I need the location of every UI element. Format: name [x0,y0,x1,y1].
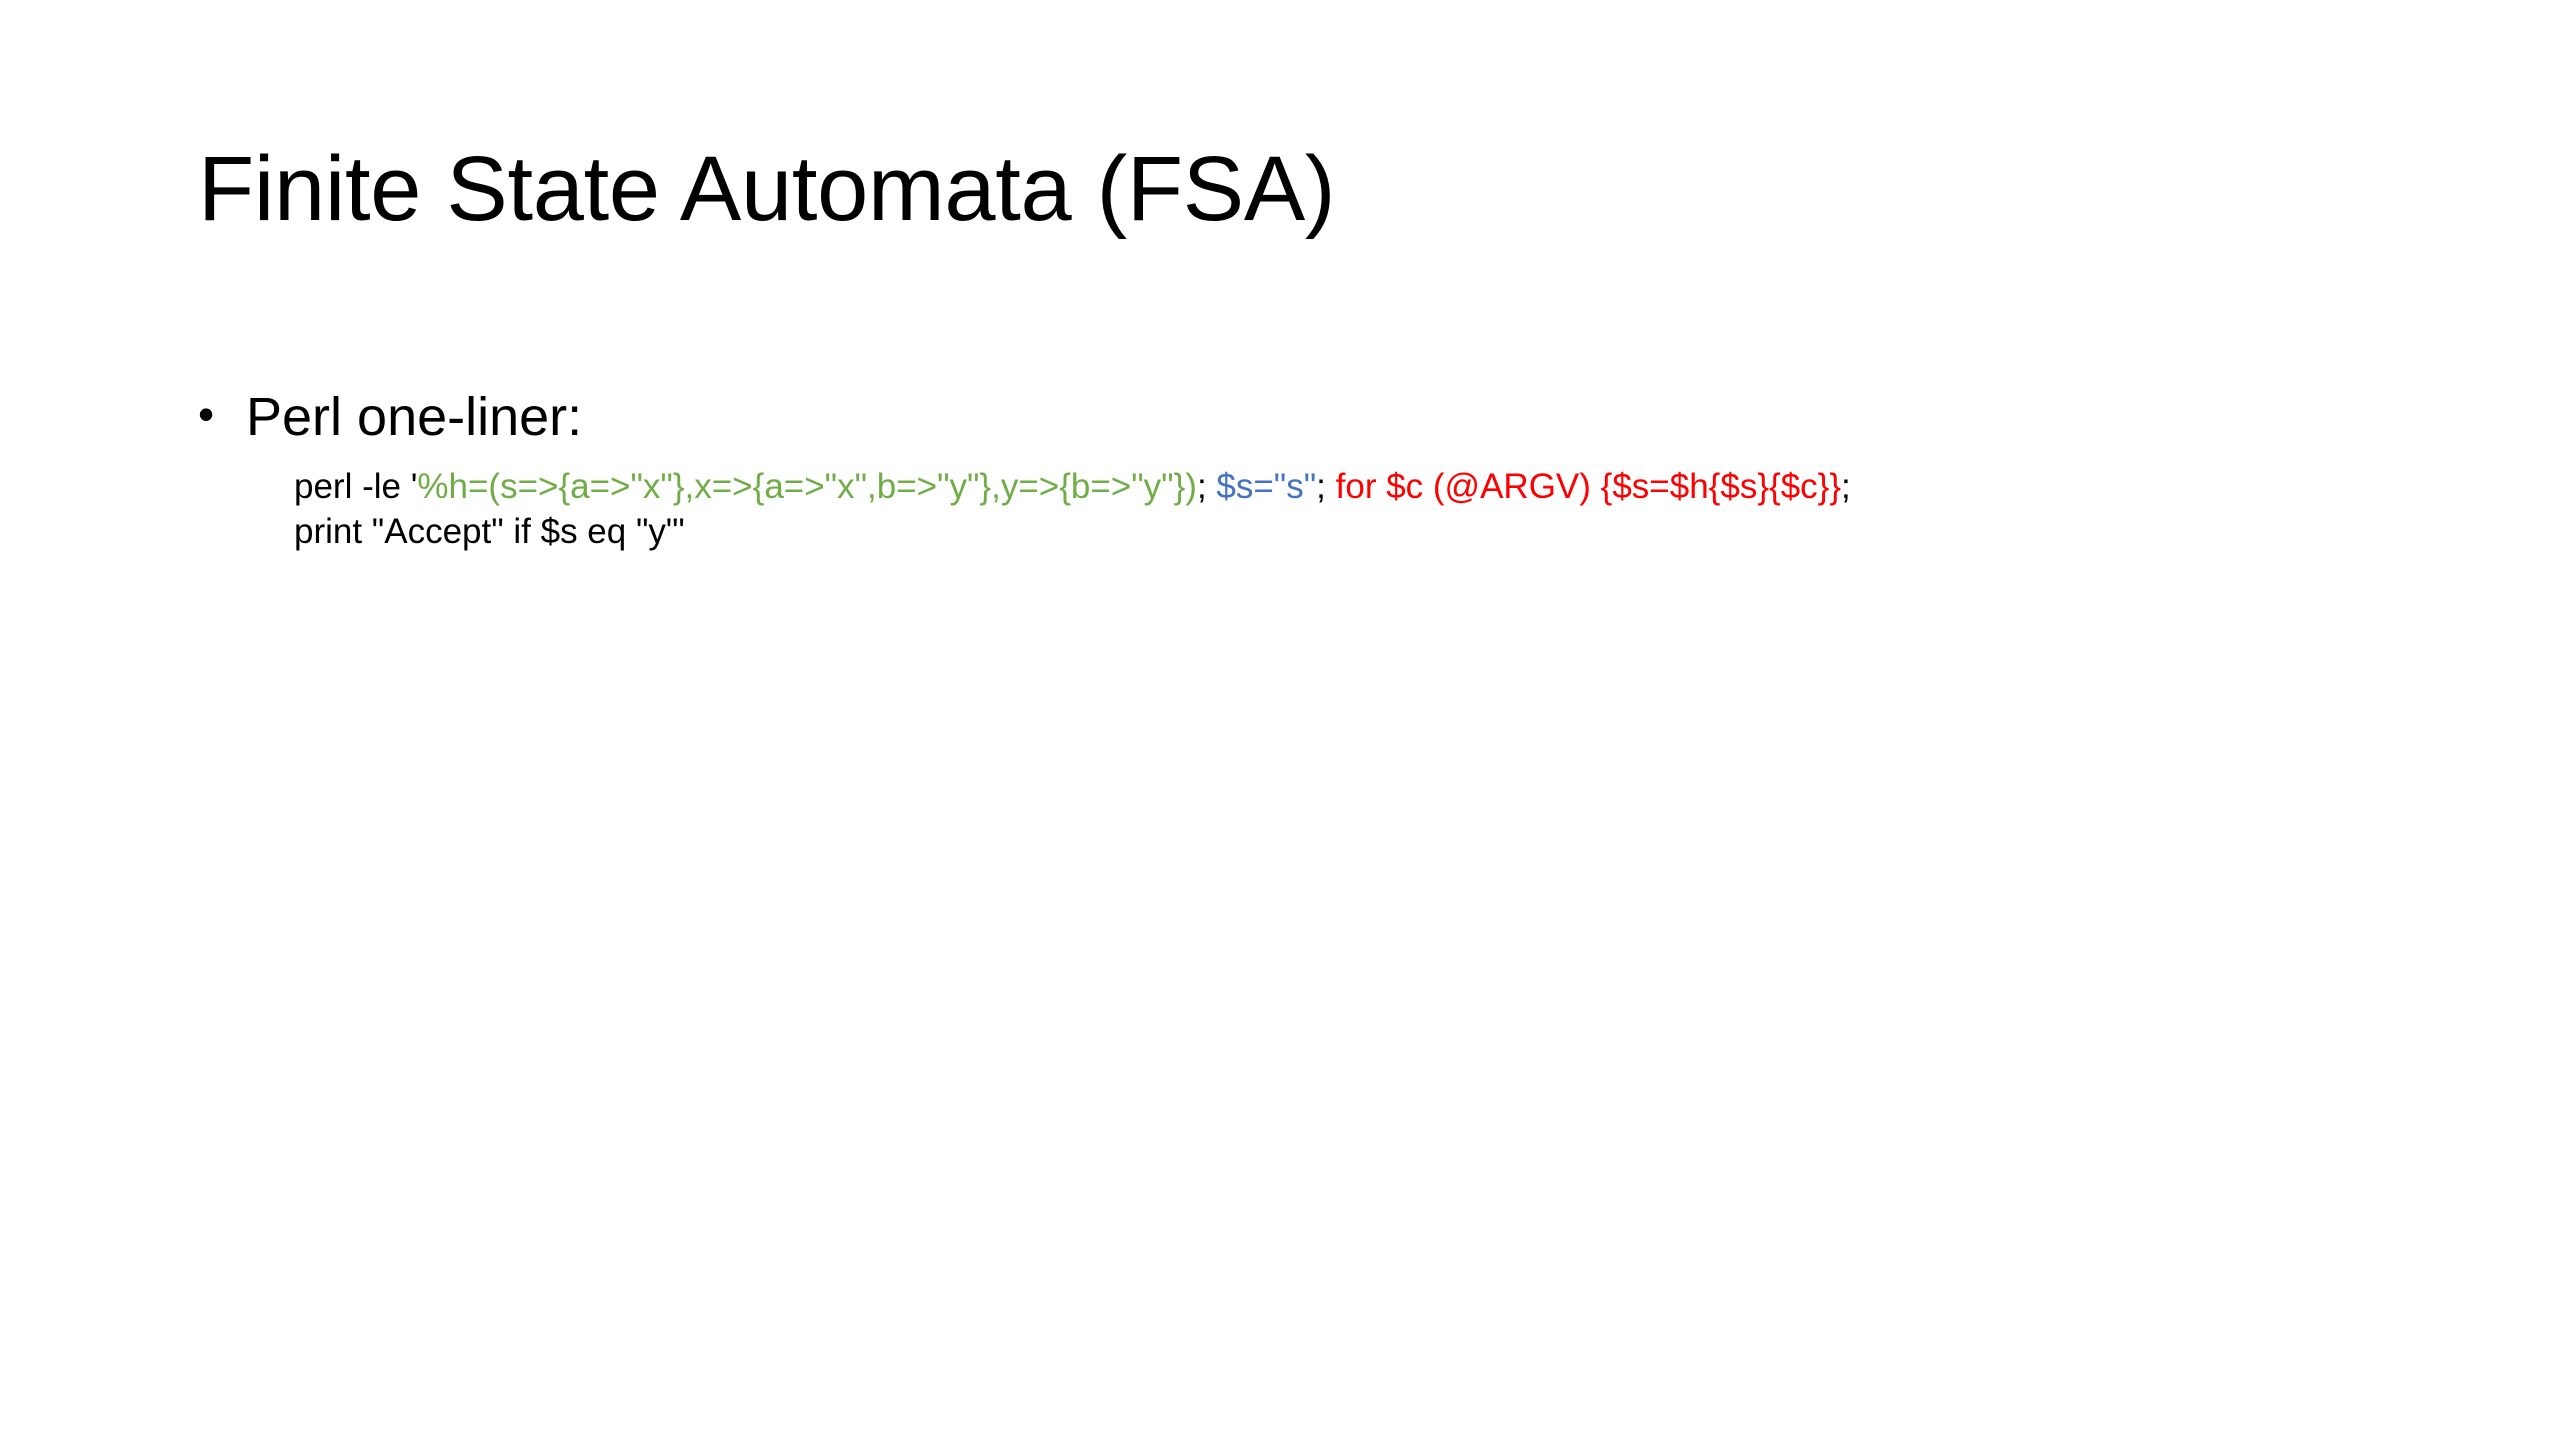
code-token-2-1: print "Accept" if $s eq "y"' [294,511,685,551]
code-line-1: perl -le '%h=(s=>{a=>"x"},x=>{a=>"x",b=>… [294,465,2414,510]
code-line-2: print "Accept" if $s eq "y"' [294,510,2414,555]
bullet-marker-icon: • [198,388,215,440]
code-token-1-2: %h=(s=>{a=>"x"},x=>{a=>"x",b=>"y"},y=>{b… [417,466,1197,506]
code-token-1-3: ; [1196,466,1217,506]
code-token-1-1: perl -le ' [294,466,418,506]
code-token-1-7: ; [1841,466,1851,506]
code-token-1-5: ; [1316,466,1336,506]
page-title: Finite State Automata (FSA) [198,138,1336,240]
list-item: • Perl one-liner: [198,385,2458,451]
bullet-label: Perl one-liner: [246,387,583,447]
code-token-1-6: for $c (@ARGV) {$s=$h{$s}{$c}} [1335,466,1842,506]
code-snippet: perl -le '%h=(s=>{a=>"x"},x=>{a=>"x",b=>… [294,465,2414,555]
code-token-1-4: $s="s" [1216,466,1317,506]
slide-body: • Perl one-liner: perl -le '%h=(s=>{a=>"… [198,385,2458,554]
